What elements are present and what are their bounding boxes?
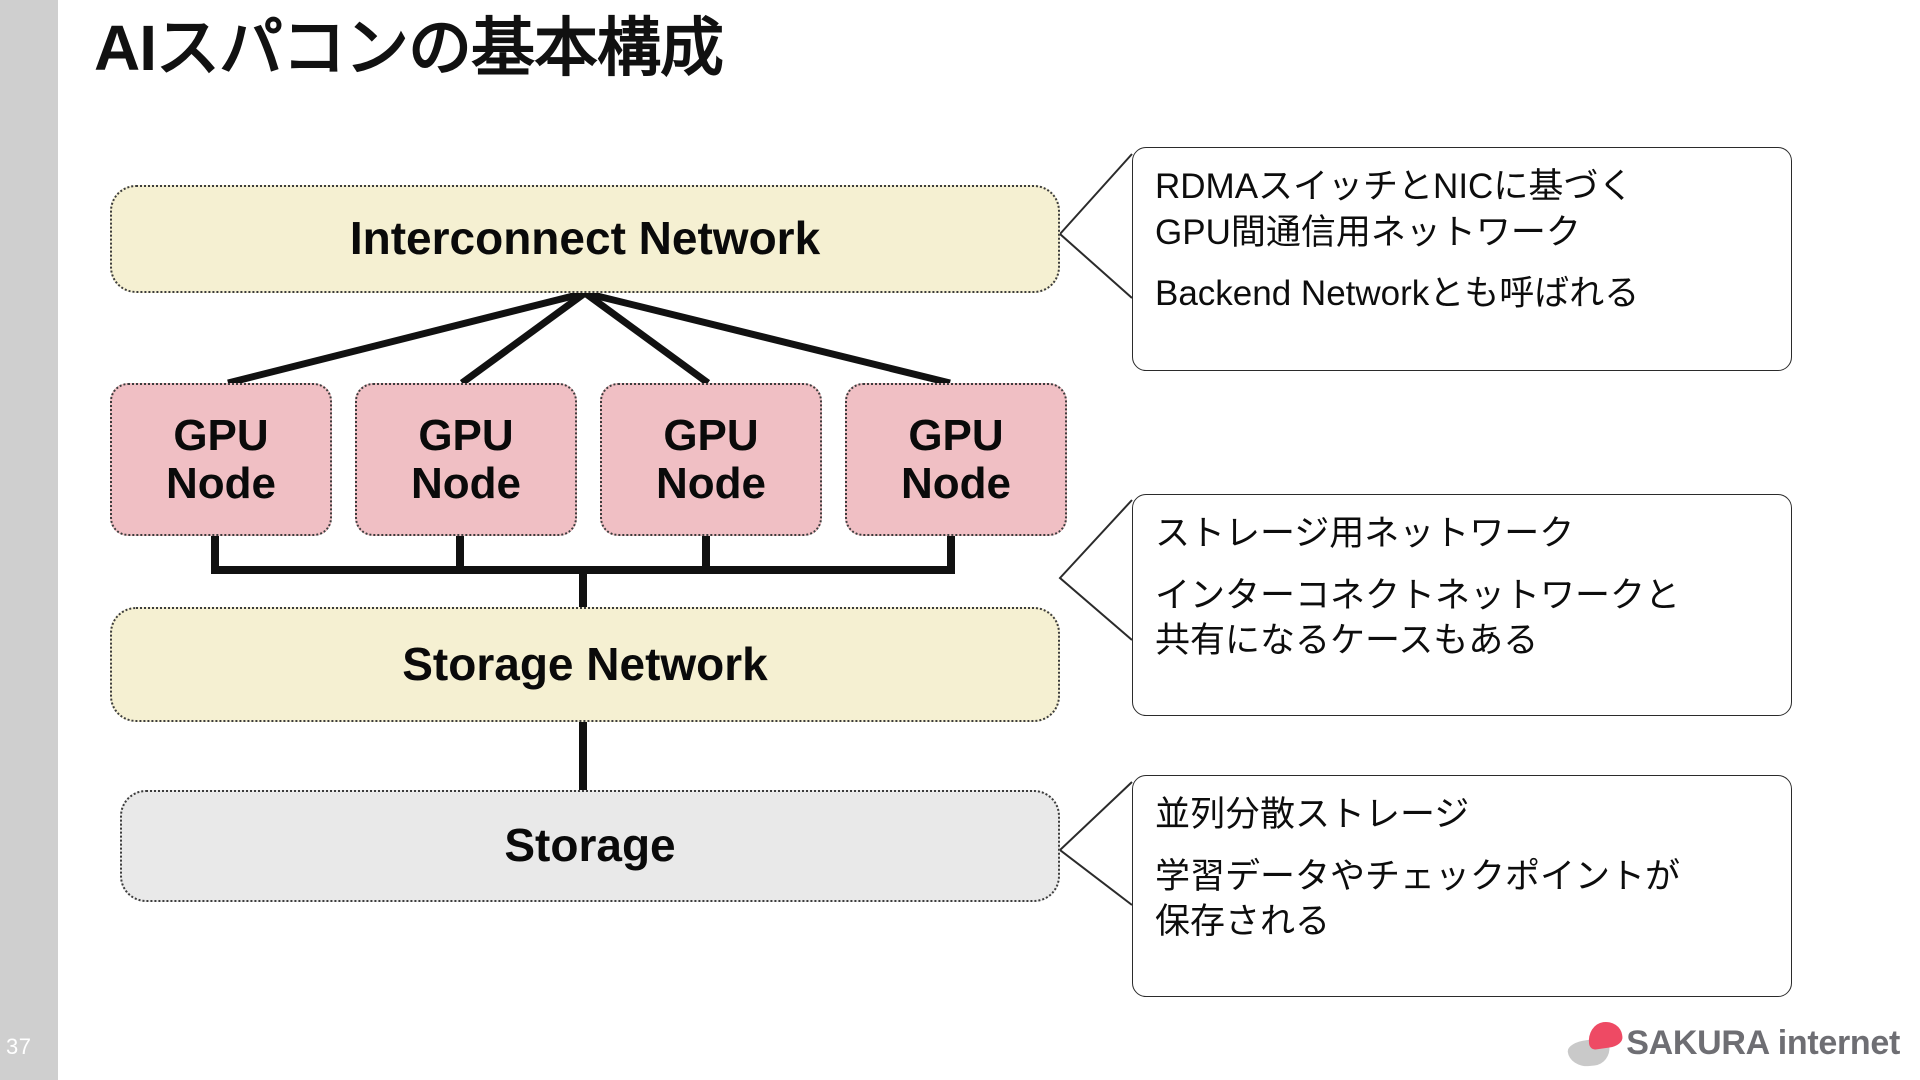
gpu-node-line2: Node bbox=[901, 458, 1011, 508]
page-number: 37 bbox=[6, 1034, 32, 1059]
gpu-node-line2: Node bbox=[656, 458, 766, 508]
gpu-node-4[interactable]: GPU Node bbox=[845, 383, 1067, 536]
gpu-node-2[interactable]: GPU Node bbox=[355, 383, 577, 536]
page-title: AIスパコンの基本構成 bbox=[94, 12, 724, 84]
sakura-petal-shape bbox=[1586, 1019, 1624, 1051]
callout-paragraph: 並列分散ストレージ bbox=[1155, 795, 1470, 834]
callout-paragraph: ストレージ用ネットワーク bbox=[1155, 514, 1575, 553]
interconnect-network-label: Interconnect Network bbox=[349, 212, 821, 265]
gpu-node-line2: Node bbox=[411, 458, 521, 508]
gpu-node-3[interactable]: GPU Node bbox=[600, 383, 822, 536]
logo-text: SAKURA internet bbox=[1626, 1024, 1900, 1062]
callout-paragraph: Backend Networkとも呼ばれる bbox=[1155, 274, 1640, 313]
gpu-node-1[interactable]: GPU Node bbox=[110, 383, 332, 536]
storage-network-callout[interactable]: ストレージ用ネットワーク インターコネクトネットワークと 共有になるケースもある bbox=[1132, 494, 1792, 716]
storage-label: Storage bbox=[504, 819, 676, 872]
interconnect-callout[interactable]: RDMAスイッチとNICに基づく GPU間通信用ネットワーク Backend N… bbox=[1132, 147, 1792, 371]
storage-callout[interactable]: 並列分散ストレージ 学習データやチェックポイントが 保存される bbox=[1132, 775, 1792, 997]
storage-network-box[interactable]: Storage Network bbox=[110, 607, 1060, 722]
callout-paragraph: 学習データやチェックポイントが 保存される bbox=[1155, 856, 1681, 942]
storage-network-label: Storage Network bbox=[402, 637, 768, 690]
interconnect-network-box[interactable]: Interconnect Network bbox=[110, 185, 1060, 293]
gpu-node-line1: GPU bbox=[663, 410, 759, 460]
storage-box[interactable]: Storage bbox=[120, 790, 1060, 902]
left-rail bbox=[0, 0, 58, 1080]
gpu-node-line1: GPU bbox=[173, 410, 269, 460]
gpu-node-line2: Node bbox=[166, 458, 276, 508]
callout-paragraph: インターコネクトネットワークと 共有になるケースもある bbox=[1155, 575, 1681, 661]
gpu-node-line1: GPU bbox=[908, 410, 1004, 460]
sakura-internet-logo: SAKURA internet bbox=[1566, 1006, 1900, 1069]
callout-paragraph: RDMAスイッチとNICに基づく GPU間通信用ネットワーク bbox=[1155, 167, 1634, 252]
gpu-node-line1: GPU bbox=[418, 410, 514, 460]
sakura-petal-icon bbox=[1566, 1019, 1624, 1069]
